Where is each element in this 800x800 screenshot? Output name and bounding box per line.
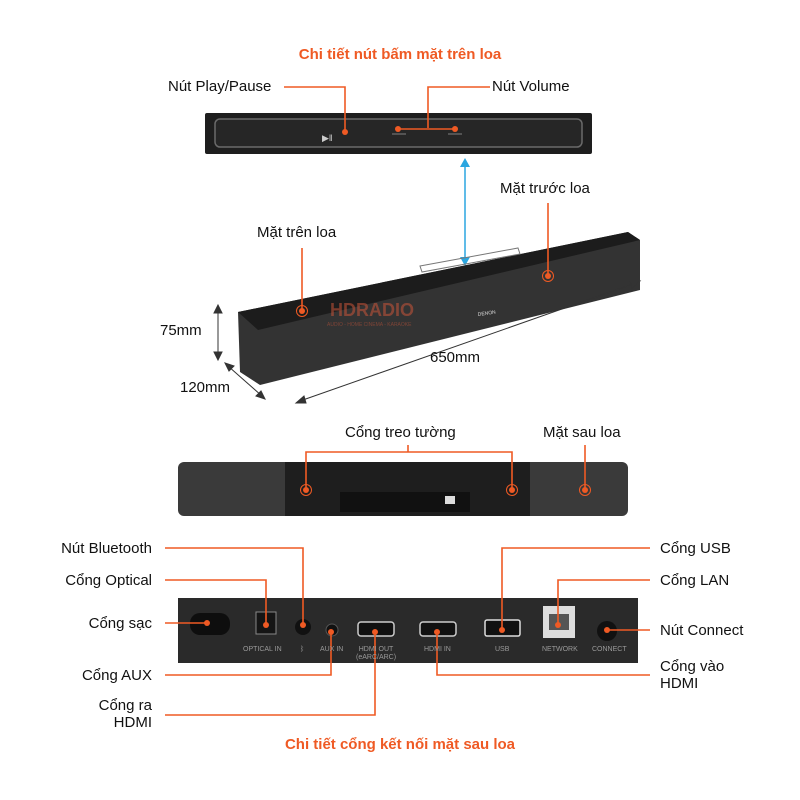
port-connect: CONNECT: [592, 646, 627, 653]
play-pause-icon: ▶‖: [322, 133, 333, 143]
port-hdmi-out-sub: (eARC/ARC): [356, 654, 397, 661]
aux-label: Cổng AUX: [81, 667, 152, 684]
svg-text:DENON: DENON: [477, 309, 496, 318]
hdmi-out-label-line2: HDMI: [113, 714, 152, 731]
port-optical-in: OPTICAL IN: [243, 646, 282, 653]
top-panel-glass: [214, 118, 583, 148]
hdmi-out-label-line1: Cổng ra: [98, 697, 152, 714]
height-dimension: 75mm: [160, 322, 202, 339]
hdmi-in-label-line2: HDMI: [660, 675, 699, 692]
speaker-front-body: [238, 232, 640, 385]
hdmi-in-label: Cổng vào HDMI: [660, 658, 724, 692]
connect-label: Nút Connect: [660, 622, 744, 639]
hdmi-out-label: Cổng ra HDMI: [99, 697, 152, 731]
speaker-top-surface: [238, 232, 640, 330]
wall-mount-label: Cổng treo tường: [345, 424, 456, 441]
play-pause-label: Nút Play/Pause: [168, 78, 272, 95]
optical-label: Cổng Optical: [65, 572, 152, 589]
play-pause-dot: [342, 129, 348, 135]
hdmi-in-label-line1: Cổng vào: [660, 658, 725, 675]
volume-up-dot: [452, 126, 458, 132]
front-label: Mặt trước loa: [500, 180, 590, 197]
volume-down-dot: [395, 126, 401, 132]
top-label: Mặt trên loa: [257, 224, 337, 241]
bluetooth-icon: ᛒ: [300, 646, 305, 653]
port-hdmi-out: HDMI OUT (eARC/ARC): [356, 646, 396, 662]
svg-text:AUDIO - HOME CINEMA - KARAOKE: AUDIO - HOME CINEMA - KARAOKE: [327, 322, 412, 328]
bluetooth-label: Nút Bluetooth: [61, 540, 152, 557]
power-label: Cổng sạc: [88, 615, 152, 632]
port-network: NETWORK: [542, 646, 578, 653]
back-label: Mặt sau loa: [543, 424, 621, 441]
usb-label: Cổng USB: [660, 540, 731, 557]
port-usb: USB: [495, 646, 510, 653]
volume-label: Nút Volume: [492, 78, 570, 95]
port-aux-in: AUX IN: [320, 646, 344, 653]
port-hdmi-out-text: HDMI OUT: [358, 646, 394, 653]
port-hdmi-in: HDMI IN: [424, 646, 451, 653]
depth-dimension: 120mm: [180, 379, 231, 396]
lan-label: Cổng LAN: [660, 572, 730, 589]
top-section-title: Chi tiết nút bấm mặt trên loa: [298, 46, 502, 63]
width-dimension: 650mm: [430, 349, 481, 366]
watermark: HDRADIO: [330, 300, 414, 320]
bottom-section-title: Chi tiết cổng kết nối mặt sau loa: [284, 736, 516, 753]
